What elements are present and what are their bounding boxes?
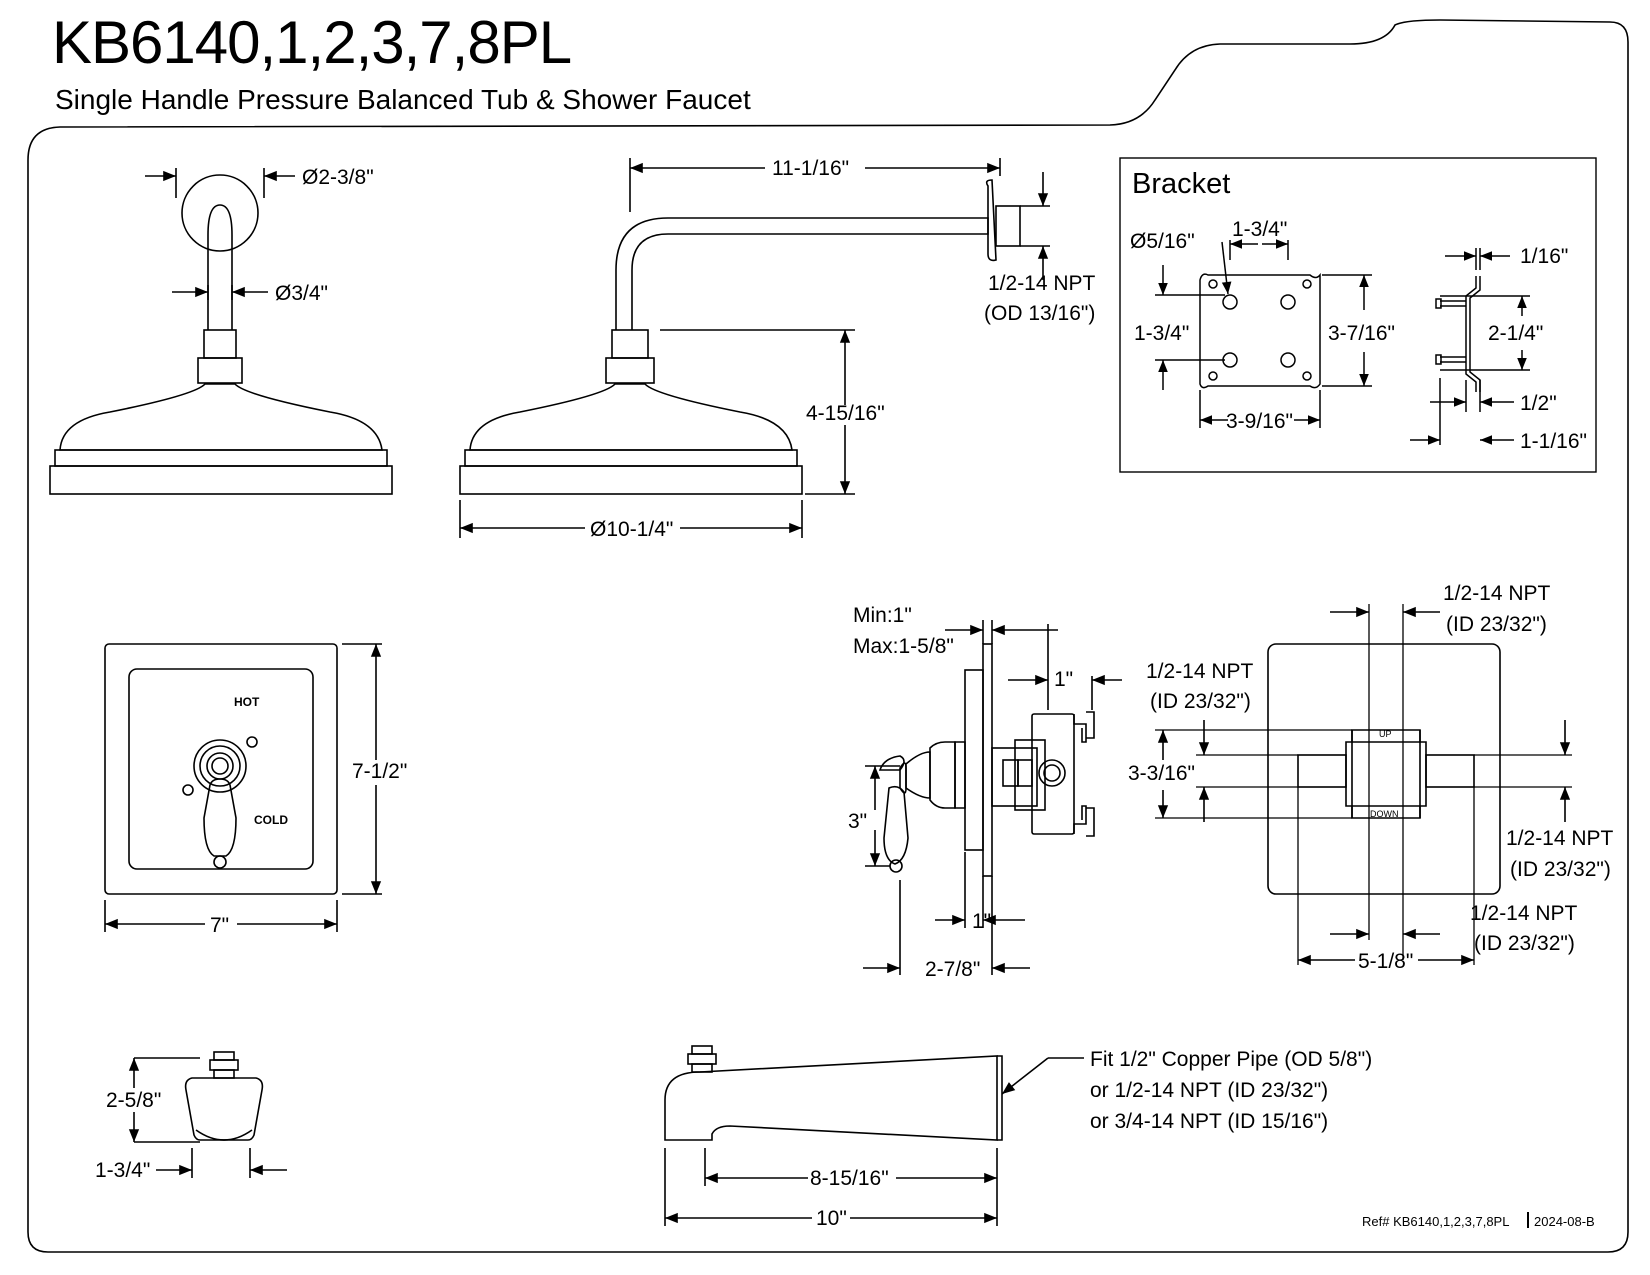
wall-max-dim: Max:1-5/8" — [853, 635, 954, 658]
left-port-thread: 1/2-14 NPT — [1146, 660, 1254, 683]
bottom-port-id: (ID 23/32") — [1474, 932, 1575, 955]
arm-thread-dim: 1/2-14 NPT — [988, 272, 1096, 295]
spout-width-dim: 1-3/4" — [95, 1159, 150, 1182]
valve-top-dim: 1" — [1054, 668, 1073, 691]
up-label: UP — [1379, 729, 1392, 739]
arm-diameter-dim: Ø3/4" — [275, 282, 328, 305]
down-label: DOWN — [1370, 809, 1399, 819]
spout-front-view — [128, 1051, 287, 1178]
trim-plate-front-view — [104, 643, 382, 932]
bracket-title: Bracket — [1132, 168, 1230, 200]
spout-side-view — [664, 1045, 1084, 1226]
port-spacing-dim: 3-3/16" — [1128, 762, 1195, 785]
spout-length-dim: 10" — [816, 1207, 847, 1230]
footer-date: 2024-08-B — [1534, 1214, 1595, 1229]
trim-height-dim: 7-1/2" — [352, 760, 407, 783]
top-port-id: (ID 23/32") — [1446, 613, 1547, 636]
showerhead-front-view — [49, 168, 393, 495]
bracket-thickness-dim: 1/16" — [1520, 245, 1568, 268]
wall-min-dim: Min:1" — [853, 604, 912, 627]
spout-fit-note-1: Fit 1/2" Copper Pipe (OD 5/8") — [1090, 1048, 1372, 1071]
right-port-thread: 1/2-14 NPT — [1506, 827, 1614, 850]
arm-length-dim: 11-1/16" — [772, 157, 849, 180]
arm-thread-od: (OD 13/16") — [984, 302, 1095, 325]
cold-label: COLD — [254, 813, 288, 827]
bracket-side-span-dim: 2-1/4" — [1488, 322, 1543, 345]
hot-label: HOT — [234, 695, 260, 709]
valve-body-front-view — [1155, 604, 1572, 966]
bracket-front-view — [1155, 239, 1372, 428]
bracket-side-view — [1410, 248, 1530, 445]
spout-fit-note-2: or 1/2-14 NPT (ID 23/32") — [1090, 1079, 1328, 1102]
head-diameter-dim: Ø10-1/4" — [590, 518, 673, 541]
bracket-width-dim: 3-9/16" — [1226, 410, 1293, 433]
right-port-id: (ID 23/32") — [1510, 858, 1611, 881]
valve-side-view — [863, 620, 1122, 975]
page-subtitle: Single Handle Pressure Balanced Tub & Sh… — [55, 84, 751, 115]
bracket-hole-spacing-y: 1-3/4" — [1134, 322, 1189, 345]
bracket-hole-spacing-x: 1-3/4" — [1232, 218, 1287, 241]
handle-height-dim: 3" — [848, 810, 867, 833]
bracket-box — [1119, 157, 1597, 473]
valve-bottom-dim: 1" — [972, 910, 991, 933]
spout-reach-dim: 8-15/16" — [810, 1167, 889, 1190]
bottom-port-thread: 1/2-14 NPT — [1470, 902, 1578, 925]
valve-depth-dim: 2-7/8" — [925, 958, 980, 981]
spout-height-dim: 2-5/8" — [106, 1089, 161, 1112]
showerhead-side-view — [459, 158, 1050, 538]
trim-width-dim: 7" — [210, 914, 229, 937]
bracket-depth-dim: 1-1/16" — [1520, 430, 1587, 453]
flange-diameter-dim: Ø2-3/8" — [302, 166, 374, 189]
left-port-id: (ID 23/32") — [1150, 690, 1251, 713]
page-title: KB6140,1,2,3,7,8PL — [52, 9, 572, 76]
sheet-border — [27, 19, 1629, 1253]
bracket-height-dim: 3-7/16" — [1328, 322, 1395, 345]
bracket-offset-dim: 1/2" — [1520, 392, 1557, 415]
bracket-hole-dia: Ø5/16" — [1130, 230, 1195, 253]
spout-fit-note-3: or 3/4-14 NPT (ID 15/16") — [1090, 1110, 1328, 1133]
head-height-dim: 4-15/16" — [806, 402, 885, 425]
footer-ref: Ref# KB6140,1,2,3,7,8PL — [1362, 1214, 1509, 1229]
valve-width-dim: 5-1/8" — [1358, 950, 1413, 973]
top-port-thread: 1/2-14 NPT — [1443, 582, 1551, 605]
